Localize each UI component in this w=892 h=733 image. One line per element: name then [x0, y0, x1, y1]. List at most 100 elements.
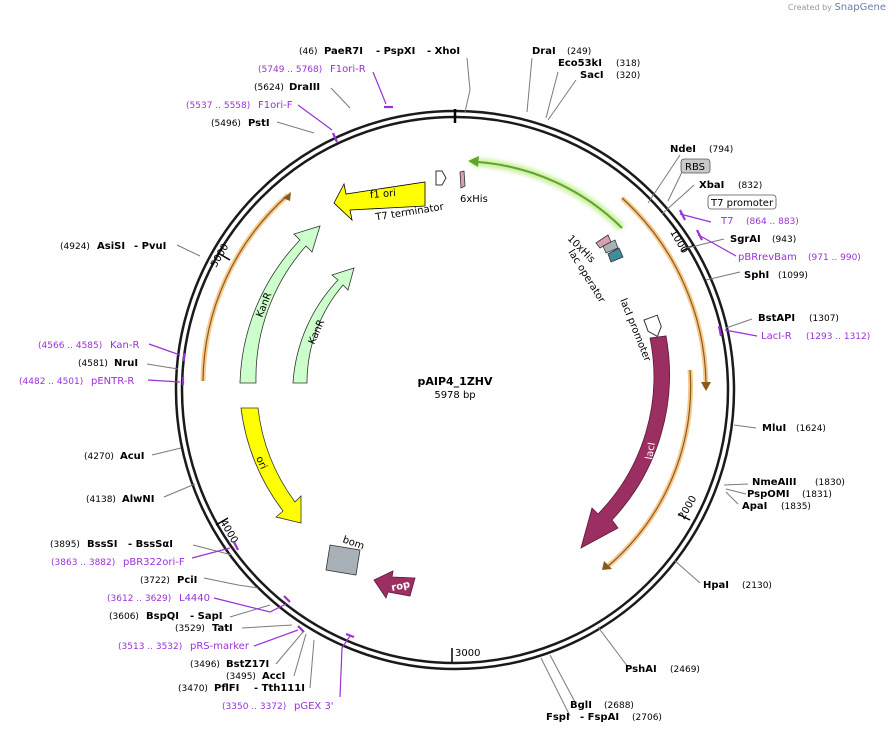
site-draiii-pos: (5624): [254, 83, 284, 93]
site-apai-pos: (1835): [781, 502, 811, 512]
orf-arc-2-head: [602, 561, 612, 570]
feature-kanr-inner: [292, 267, 355, 384]
feature-6xhis: [459, 170, 466, 189]
site-alwni-name: AlwNI: [122, 494, 155, 505]
site-saci-name: SacI: [580, 70, 604, 81]
primer-f1orir-pos: (5749 .. 5768): [258, 65, 322, 75]
site-paer7i-name: PaeR7I: [324, 46, 363, 57]
site-bstz17i-pos: (3496): [190, 660, 220, 670]
primer-pbrrevbam-pos: (971 .. 990): [808, 253, 861, 263]
site-draiii-name: DraIII: [289, 82, 320, 93]
site-asisi-name: AsiSI: [97, 241, 125, 252]
site-nmeaiii-pos: (1830): [815, 478, 845, 488]
feature-6xhis-label: 6xHis: [460, 194, 488, 205]
site-ndei-pos: (794): [709, 145, 733, 155]
site-psti-name: PstI: [248, 118, 270, 129]
feature-ori-label: ori: [253, 455, 268, 471]
feature-t7-promoter-label: T7 promoter: [710, 198, 774, 209]
site-xhoi-name: - XhoI: [427, 46, 460, 57]
feature-ori: [240, 407, 302, 524]
feature-rbs-label: RBS: [685, 162, 705, 173]
orf-arc-2-line: [606, 369, 692, 568]
primer-lacir-name: LacI-R: [761, 331, 792, 342]
site-bsssai-name: - BssSαI: [128, 539, 173, 550]
site-saci-pos: (320): [616, 71, 640, 81]
primer-pentrr-pos: (4482 .. 4501): [19, 377, 83, 387]
site-xbai-name: XbaI: [699, 180, 724, 191]
site-bgli-pos: (2688): [604, 701, 634, 711]
site-apai-name: ApaI: [742, 501, 767, 512]
cds-green-glow: [471, 158, 625, 231]
feature-rop-label: rop: [390, 579, 411, 594]
orf-arc-3-head: [283, 192, 291, 201]
tick-3000: 3000: [455, 648, 480, 659]
plasmid-size: 5978 bp: [434, 390, 475, 401]
feature-laci-label: lacI: [644, 442, 658, 461]
orf-arc-3-line: [202, 194, 289, 382]
feature-kanr-outer-label: KanR: [255, 291, 275, 319]
site-acci-pos: (3495): [226, 672, 256, 682]
orf-arc-2: [605, 369, 694, 569]
site-acui-pos: (4270): [84, 452, 114, 462]
site-bsssi-name: BssSI: [87, 539, 117, 550]
site-sphi-name: SphI: [744, 270, 769, 281]
t7-terminator-glyph: [435, 170, 447, 186]
primer-l4440-pos: (3612 .. 3629): [107, 594, 171, 604]
site-pflfi-pos: (3470): [178, 684, 208, 694]
feature-f1-ori: [333, 181, 426, 222]
site-mlui-name: MluI: [762, 423, 786, 434]
primer-pbr322-pos: (3863 .. 3882): [51, 558, 115, 568]
site-fspi-pos: (2706): [632, 713, 662, 723]
site-hpai-pos: (2130): [742, 581, 772, 591]
site-bstapi-pos: (1307): [809, 314, 839, 324]
primer-kanr-name: Kan-R: [110, 340, 139, 351]
site-ndei-name: NdeI: [670, 144, 696, 155]
site-xbai-pos: (832): [738, 181, 762, 191]
enzyme-lines: [146, 57, 757, 717]
feature-rop: [373, 570, 416, 599]
tick-5000-mark: [217, 252, 231, 261]
site-alwni-pos: (4138): [86, 495, 116, 505]
site-pspomi-pos: (1831): [802, 490, 832, 500]
site-pvui-name: - PvuI: [134, 241, 166, 252]
primer-f1orif-name: F1ori-F: [258, 100, 293, 111]
primer-pbrrevbam-name: pBRrevBam: [738, 252, 797, 263]
site-sgrai-pos: (943): [772, 235, 796, 245]
site-tati-pos: (3529): [175, 624, 205, 634]
site-sapi-name: - SapI: [190, 611, 222, 622]
site-sphi-pos: (1099): [778, 271, 808, 281]
site-pspomi-name: PspOMI: [747, 489, 789, 500]
primer-prsmarker-name: pRS-marker: [190, 641, 250, 652]
orf-arc-1-head: [701, 382, 711, 391]
site-mlui-pos: (1624): [796, 424, 826, 434]
site-acci-name: AccI: [262, 671, 285, 682]
site-sgrai-name: SgrAI: [730, 234, 761, 245]
primer-pentrr-name: pENTR-R: [91, 376, 134, 387]
primer-t7-name: T7: [720, 216, 733, 227]
site-bspqi-pos: (3606): [109, 612, 139, 622]
site-pflfi-name: PflFI: [214, 683, 239, 694]
site-drai-name: DraI: [532, 46, 556, 57]
primer-l4440-name: L4440: [179, 593, 210, 604]
site-eco53ki-name: Eco53kI: [558, 58, 602, 69]
cds-green-head: [468, 156, 479, 167]
feature-bom: [325, 544, 361, 576]
site-drai-pos: (249): [567, 47, 591, 57]
site-nrui-pos: (4581): [78, 359, 108, 369]
site-acui-name: AcuI: [120, 451, 145, 462]
primer-prsmarker-pos: (3513 .. 3532): [118, 642, 182, 652]
cds-green-arrow: [477, 161, 623, 229]
feature-kanr-outer: [239, 225, 321, 384]
site-pcii-name: PciI: [177, 575, 197, 586]
site-nrui-name: NruI: [114, 358, 138, 369]
tick-5000: 5000: [209, 242, 231, 270]
site-psti-pos: (5496): [211, 119, 241, 129]
primer-f1orif-pos: (5537 .. 5558): [186, 101, 250, 111]
site-pshai-name: PshAI: [625, 664, 657, 675]
laci-promoter-glyph: [643, 314, 662, 338]
feature-rbs-glyph: [607, 247, 624, 263]
site-bstz17i-name: BstZ17I: [226, 659, 269, 670]
snapgene-logo: SnapGene: [834, 2, 886, 13]
site-hpai-name: HpaI: [703, 580, 729, 591]
